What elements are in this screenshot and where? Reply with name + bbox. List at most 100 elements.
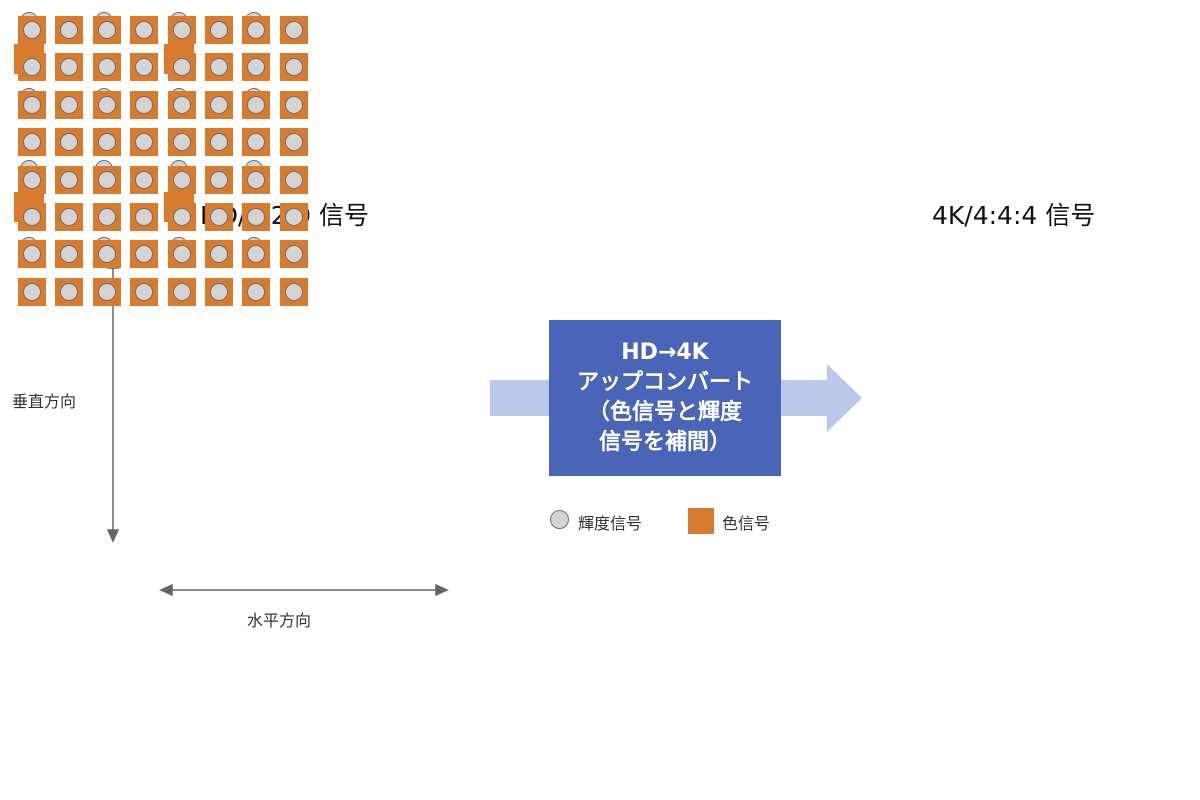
combined-sample (18, 203, 46, 231)
luma-sample (210, 282, 228, 301)
luma-sample (60, 58, 79, 77)
luma-sample (23, 245, 41, 264)
luma-sample (135, 133, 154, 152)
combined-sample (279, 277, 308, 306)
combined-sample (205, 16, 233, 44)
combined-sample (55, 165, 84, 194)
luma-sample (247, 58, 266, 77)
combined-sample (242, 16, 271, 44)
combined-sample (130, 128, 159, 157)
luma-sample (97, 245, 116, 264)
combined-sample (18, 16, 46, 44)
luma-sample (23, 282, 41, 301)
combined-sample (205, 165, 233, 194)
luma-sample (23, 58, 41, 77)
luma-sample (172, 58, 191, 77)
combined-sample (205, 128, 233, 157)
luma-sample (247, 208, 266, 226)
combined-sample (130, 277, 159, 306)
luma-sample (172, 282, 191, 301)
luma-sample (172, 170, 191, 189)
luma-sample (210, 245, 228, 264)
converter-line-4: 信号を補間） (598, 430, 731, 455)
luma-sample (210, 133, 228, 152)
luma-sample (23, 170, 41, 189)
legend-chroma-icon (688, 508, 714, 534)
combined-sample (130, 203, 159, 231)
luma-sample (172, 21, 191, 39)
luma-sample (23, 133, 41, 152)
legend-chroma-label: 色信号 (722, 514, 771, 533)
luma-sample (247, 21, 266, 39)
combined-sample (205, 90, 233, 119)
luma-sample (172, 95, 191, 114)
luma-sample (172, 245, 191, 264)
conversion-arrow (490, 364, 862, 432)
combined-sample (167, 240, 196, 269)
luma-sample (135, 282, 154, 301)
luma-sample (97, 282, 116, 301)
luma-sample (60, 245, 79, 264)
luma-sample (284, 58, 303, 77)
combined-sample (242, 277, 271, 306)
combined-sample (279, 90, 308, 119)
combined-sample (55, 277, 84, 306)
combined-sample (55, 16, 84, 44)
legend-luma-icon (550, 510, 569, 529)
horizontal-axis-label: 水平方向 (247, 611, 312, 630)
luma-sample (284, 21, 303, 39)
luma-sample (247, 170, 266, 189)
luma-sample (247, 282, 266, 301)
luma-sample (60, 95, 79, 114)
combined-sample (130, 53, 159, 82)
combined-sample (55, 203, 84, 231)
luma-sample (60, 282, 79, 301)
combined-sample (18, 277, 46, 306)
converter-box: HD→4K アップコンバート （色信号と輝度 信号を補間） (549, 320, 781, 476)
combined-sample (130, 240, 159, 269)
combined-sample (167, 277, 196, 306)
luma-sample (284, 170, 303, 189)
combined-sample (18, 240, 46, 269)
luma-sample (60, 21, 79, 39)
luma-sample (210, 170, 228, 189)
combined-sample (130, 165, 159, 194)
combined-sample (279, 53, 308, 82)
combined-sample (92, 203, 121, 231)
luma-sample (135, 245, 154, 264)
combined-sample (167, 90, 196, 119)
converter-line-3: （色信号と輝度 (587, 400, 742, 425)
luma-sample (97, 95, 116, 114)
converter-line-1: HD→4K (621, 340, 709, 365)
combined-sample (167, 203, 196, 231)
luma-sample (23, 21, 41, 39)
combined-sample (242, 128, 271, 157)
combined-sample (130, 90, 159, 119)
luma-sample (247, 245, 266, 264)
combined-sample (205, 240, 233, 269)
luma-sample (284, 282, 303, 301)
combined-sample (242, 90, 271, 119)
horizontal-arrow (159, 583, 449, 597)
combined-sample (55, 240, 84, 269)
luma-sample (210, 95, 228, 114)
combined-sample (205, 53, 233, 82)
luma-sample (284, 133, 303, 152)
combined-sample (18, 165, 46, 194)
luma-sample (247, 95, 266, 114)
combined-sample (18, 53, 46, 82)
luma-sample (135, 58, 154, 77)
combined-sample (92, 128, 121, 157)
luma-sample (60, 170, 79, 189)
combined-sample (130, 16, 159, 44)
combined-sample (167, 165, 196, 194)
luma-sample (210, 21, 228, 39)
combined-sample (242, 53, 271, 82)
luma-sample (210, 58, 228, 77)
luma-sample (97, 170, 116, 189)
luma-sample (60, 133, 79, 152)
combined-sample (55, 128, 84, 157)
luma-sample (135, 21, 154, 39)
combined-sample (18, 90, 46, 119)
